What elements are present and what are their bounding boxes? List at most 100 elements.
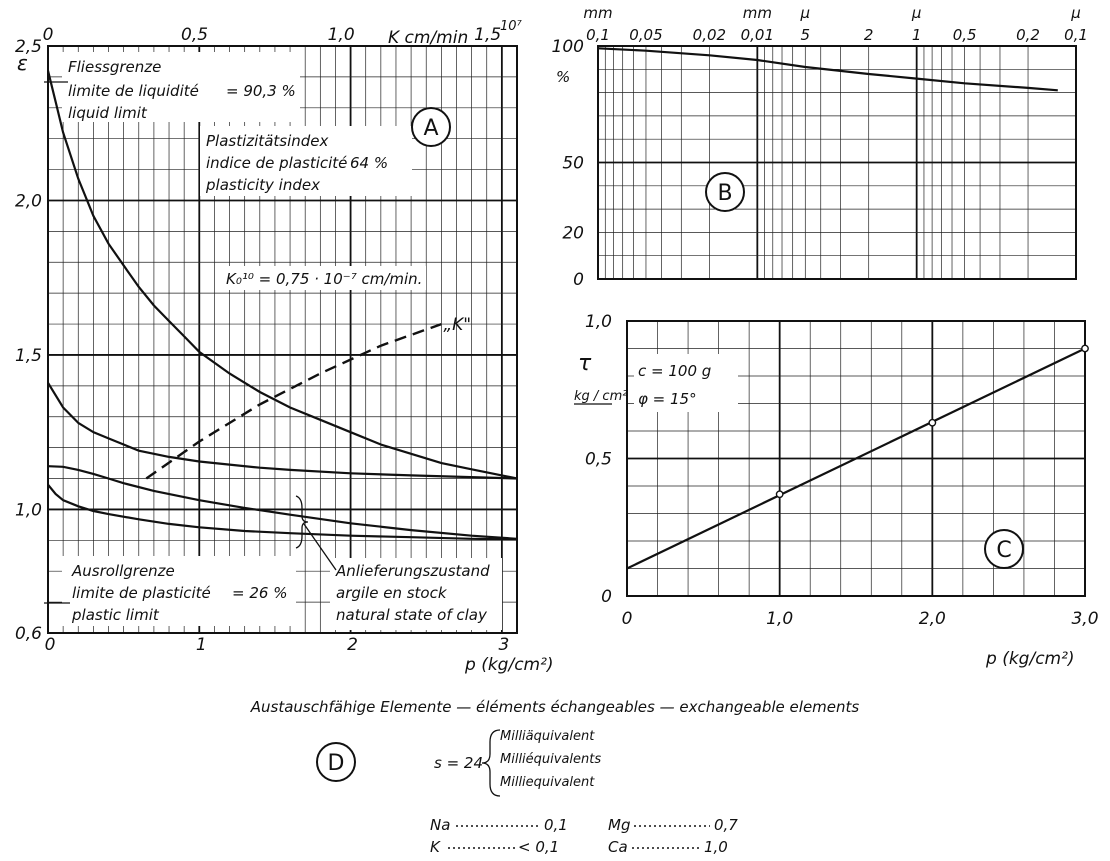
chart-b-y-tick: 20 xyxy=(562,223,584,243)
plasticity-index-box-bg xyxy=(200,126,412,196)
chart-a-circle xyxy=(411,107,451,147)
chart-c-test-point xyxy=(928,418,937,427)
liquid-limit-label-fr: limite de liquidité xyxy=(68,82,199,100)
natural-state-label-de: Anlieferungszustand xyxy=(335,562,490,580)
chart-b-x-tick: 0,05 xyxy=(629,26,662,44)
natural-state-brace xyxy=(295,495,309,549)
chart-a-x-tick: 0 xyxy=(45,635,56,655)
plasticity-index-label-en: plasticity index xyxy=(205,176,320,194)
chart-a-y-tick: 1,0 xyxy=(15,500,42,520)
element-ca-symbol: Ca xyxy=(608,838,628,856)
chart-b-y-unit: % xyxy=(556,68,570,86)
chart-b-curves xyxy=(597,47,1058,92)
chart-b-x-tick: 5 xyxy=(801,26,811,44)
chart-c-y-unit: kg / cm² xyxy=(574,389,627,404)
exchangeable-elements: Austauschfähige Elemente — éléments écha… xyxy=(250,698,860,856)
chart-a-top-tick: 1,5 xyxy=(474,25,501,45)
chart-b-frame xyxy=(597,45,1077,280)
unit-en: Milliequivalent xyxy=(500,775,595,790)
chart-c-x-axis-label: p (kg/cm²) xyxy=(985,649,1075,669)
plastic-limit-value: = 26 % xyxy=(232,584,287,602)
chart-b-x-tick: 0,5 xyxy=(953,26,977,44)
plastic-limit-label-en: plastic limit xyxy=(71,606,160,624)
element-na-symbol: Na xyxy=(430,816,450,834)
chart-a-x-tick: 3 xyxy=(498,635,509,655)
plasticity-index-label-fr: indice de plasticité xyxy=(206,154,347,172)
natural-state-label-en: natural state of clay xyxy=(336,606,488,624)
units-brace xyxy=(481,729,501,797)
section-d-circle xyxy=(316,742,356,782)
chart-a-top-axis-exponent: 10⁷ xyxy=(500,19,523,34)
chart-a-top-tick: 1,0 xyxy=(328,25,355,45)
chart-b-y-tick: 0 xyxy=(573,270,584,290)
plastic-limit-label-fr: limite de plasticité xyxy=(72,584,211,602)
liquid-limit-value: = 90,3 % xyxy=(226,82,296,100)
chart-b-x-tick: 0,1 xyxy=(586,26,610,44)
plastic-limit-box-bg xyxy=(62,556,296,626)
chart-b-circle-label: B xyxy=(717,181,732,206)
element-na-value: 0,1 xyxy=(544,816,568,834)
exchangeable-elements-heading: Austauschfähige Elemente — éléments écha… xyxy=(250,698,860,716)
chart-c-circle xyxy=(984,529,1024,569)
natural-state-label-fr: argile en stock xyxy=(336,584,448,602)
chart-a-y-tick: 0,6 xyxy=(15,624,42,644)
chart-c-test-point xyxy=(775,490,784,499)
section-d-circle-label: D xyxy=(328,751,345,776)
chart-c-shear-line xyxy=(626,347,1086,570)
natural-state-box-bg xyxy=(330,558,502,630)
chart-a-x-tick: 2 xyxy=(347,635,358,655)
chart-a-series-2 xyxy=(47,382,518,480)
element-ca-value: 1,0 xyxy=(704,838,728,856)
unit-de: Milliäquivalent xyxy=(500,729,595,744)
chart-a-k-curve-label: „K" xyxy=(443,315,471,335)
chart-a-k-curve xyxy=(145,322,442,480)
chart-b-grid xyxy=(597,45,1077,280)
chart-b-x-unit: mm xyxy=(743,4,772,22)
liquid-limit-label-en: liquid limit xyxy=(68,104,148,122)
chart-a-y-tick: 1,5 xyxy=(15,346,42,366)
chart-c-x-tick: 0 xyxy=(622,609,633,629)
chart-b-y-tick: 100 xyxy=(552,37,584,57)
chart-a-series-4 xyxy=(47,484,518,541)
liquid-limit-box-bg xyxy=(62,52,300,122)
chart-c-y-tick: 0,5 xyxy=(585,450,612,470)
chart-b-x-tick: 0,1 xyxy=(1064,26,1088,44)
chart-a-series-1 xyxy=(46,70,518,480)
chart-b-x-unit: mm xyxy=(583,4,612,22)
unit-fr: Milliéquivalents xyxy=(500,752,601,767)
liquid-limit-label-de: Fliessgrenze xyxy=(68,58,161,76)
chart-b-circle xyxy=(705,172,745,212)
chart-c-x-tick: 3,0 xyxy=(1071,609,1098,629)
chart-c-cohesion: c = 100 g xyxy=(638,362,711,380)
plasticity-index-value: 64 % xyxy=(350,154,388,172)
chart-b-x-unit: μ xyxy=(1070,4,1081,22)
chart-a-x-tick: 1 xyxy=(196,635,207,655)
chart-a-circle-label: A xyxy=(423,116,438,141)
chart-b-x-tick: 2 xyxy=(864,26,874,44)
chart-a-series-3 xyxy=(47,465,518,540)
chart-c-x-tick: 1,0 xyxy=(766,609,793,629)
chart-c-test-point xyxy=(1081,344,1089,353)
chart-b-y-tick: 50 xyxy=(562,154,584,174)
k-formula: K₀¹⁰ = 0,75 · 10⁻⁷ cm/min. xyxy=(226,270,422,288)
chart-c-circle-label: C xyxy=(996,538,1011,563)
element-k-value: < 0,1 xyxy=(518,838,559,856)
chart-b-x-tick: 1 xyxy=(912,26,922,44)
element-k-symbol: K xyxy=(430,838,441,856)
chart-b-x-tick: 0,2 xyxy=(1016,26,1040,44)
plastic-limit-label-de: Ausrollgrenze xyxy=(71,562,175,580)
element-mg-value: 0,7 xyxy=(714,816,738,834)
k-formula-bg xyxy=(222,266,426,290)
chart-b-grading-curve xyxy=(597,47,1058,92)
chart-c-curves xyxy=(626,344,1089,570)
chart-a-top-tick: 0 xyxy=(43,25,54,45)
chart-c-y-tick: 1,0 xyxy=(585,312,612,332)
natural-state-leader xyxy=(303,523,337,571)
element-mg-symbol: Mg xyxy=(608,816,630,834)
chart-a-y-symbol: ε xyxy=(17,51,28,75)
